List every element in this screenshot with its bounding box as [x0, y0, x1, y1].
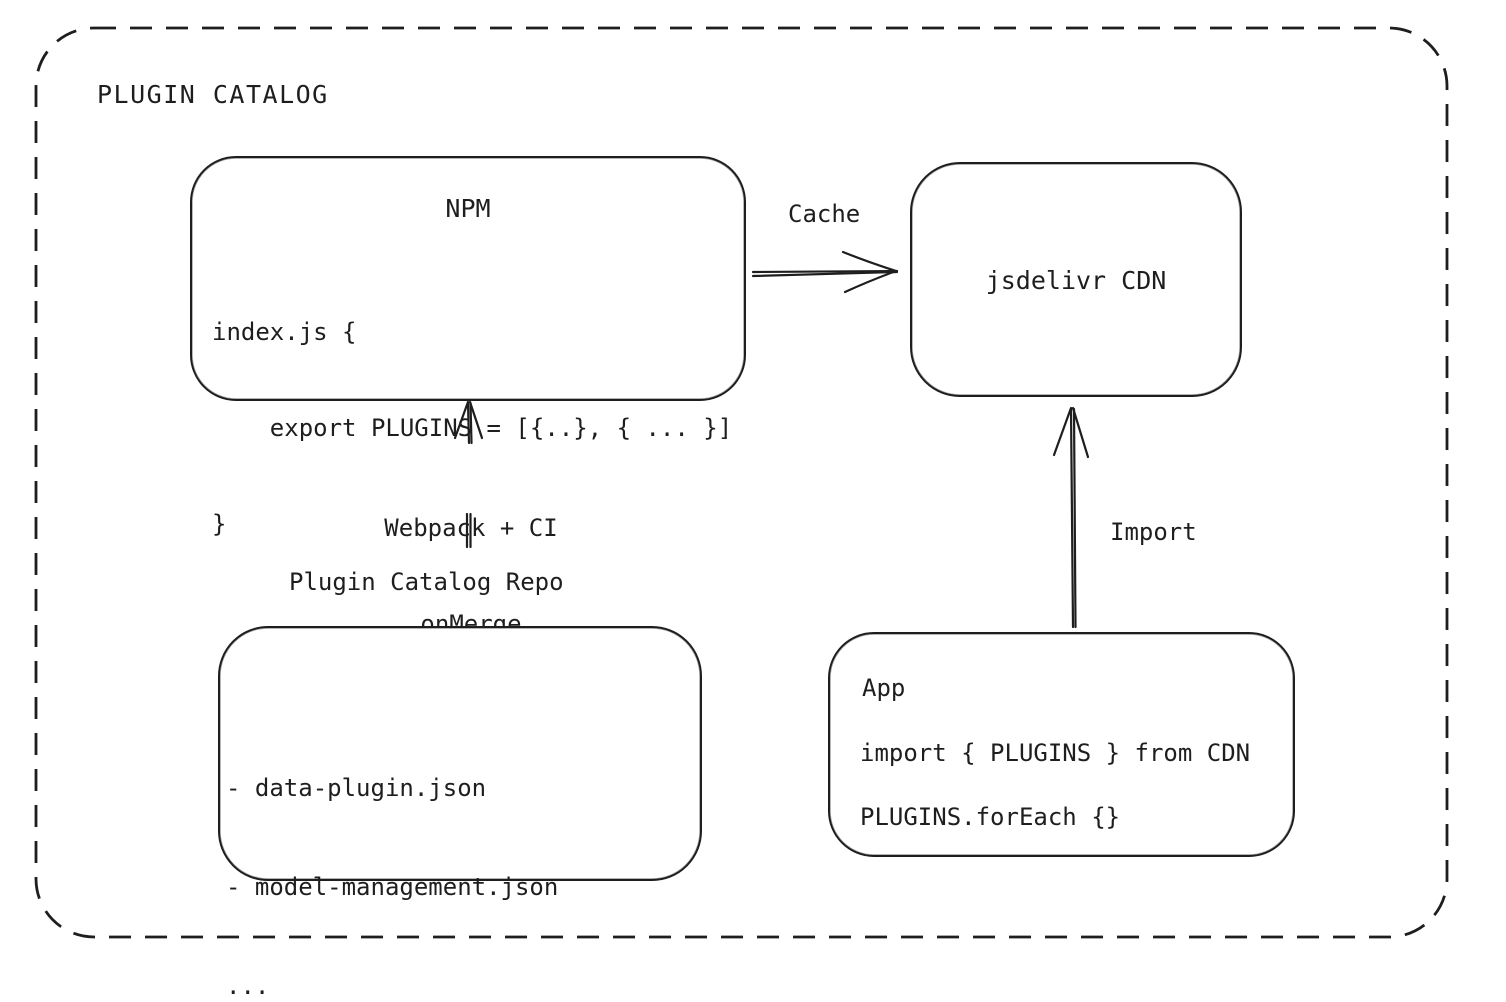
webpack-edge-label-line1: Webpack + CI — [384, 514, 558, 542]
node-cdn — [910, 162, 1242, 397]
repo-file-list: - data-plugin.json - model-management.js… — [226, 706, 558, 1002]
repo-label: Plugin Catalog Repo — [289, 568, 564, 596]
import-arrow — [1052, 406, 1090, 629]
npm-title: NPM — [445, 194, 491, 223]
cache-arrow-head-top — [841, 250, 898, 273]
cache-arrow-shaft2 — [751, 270, 899, 278]
plugin-catalog-boundary — [34, 26, 1449, 939]
npm-code-line: export PLUGINS = [{..}, { ... }] — [212, 414, 733, 442]
import-arrow-head-left — [1052, 406, 1073, 457]
webpack-arrow — [453, 400, 484, 549]
repo-file-item: - data-plugin.json — [226, 774, 487, 802]
import-arrow-head-right — [1071, 406, 1090, 459]
webpack-arrow-head-right — [468, 400, 484, 440]
cdn-label: jsdelivr CDN — [985, 266, 1167, 295]
npm-code-line: index.js { — [212, 318, 357, 346]
cache-arrow-shaft — [751, 269, 899, 274]
node-npm — [190, 156, 746, 401]
app-title: App — [862, 674, 906, 702]
import-arrow-shaft2 — [1072, 407, 1077, 629]
cache-arrow-head-bottom — [843, 269, 898, 294]
import-arrow-shaft — [1069, 407, 1075, 629]
webpack-arrow-shaft-top — [466, 401, 471, 445]
repo-file-item: - model-management.json — [226, 873, 559, 901]
repo-file-item: ... — [226, 972, 270, 1000]
webpack-arrow-shaft-top2 — [469, 401, 473, 445]
node-app — [828, 632, 1295, 857]
webpack-arrow-head-left — [453, 400, 470, 440]
app-code-foreach: PLUGINS.forEach {} — [860, 803, 1121, 831]
import-edge-label: Import — [1110, 518, 1197, 546]
cache-edge-label: Cache — [788, 200, 861, 228]
app-code-import: import { PLUGINS } from CDN — [860, 739, 1251, 767]
npm-code-line: } — [212, 510, 227, 538]
npm-code: index.js { export PLUGINS = [{..}, { ...… — [212, 252, 732, 604]
cache-arrow — [751, 250, 899, 294]
group-title: PLUGIN CATALOG — [97, 80, 329, 109]
node-repo — [218, 626, 702, 881]
